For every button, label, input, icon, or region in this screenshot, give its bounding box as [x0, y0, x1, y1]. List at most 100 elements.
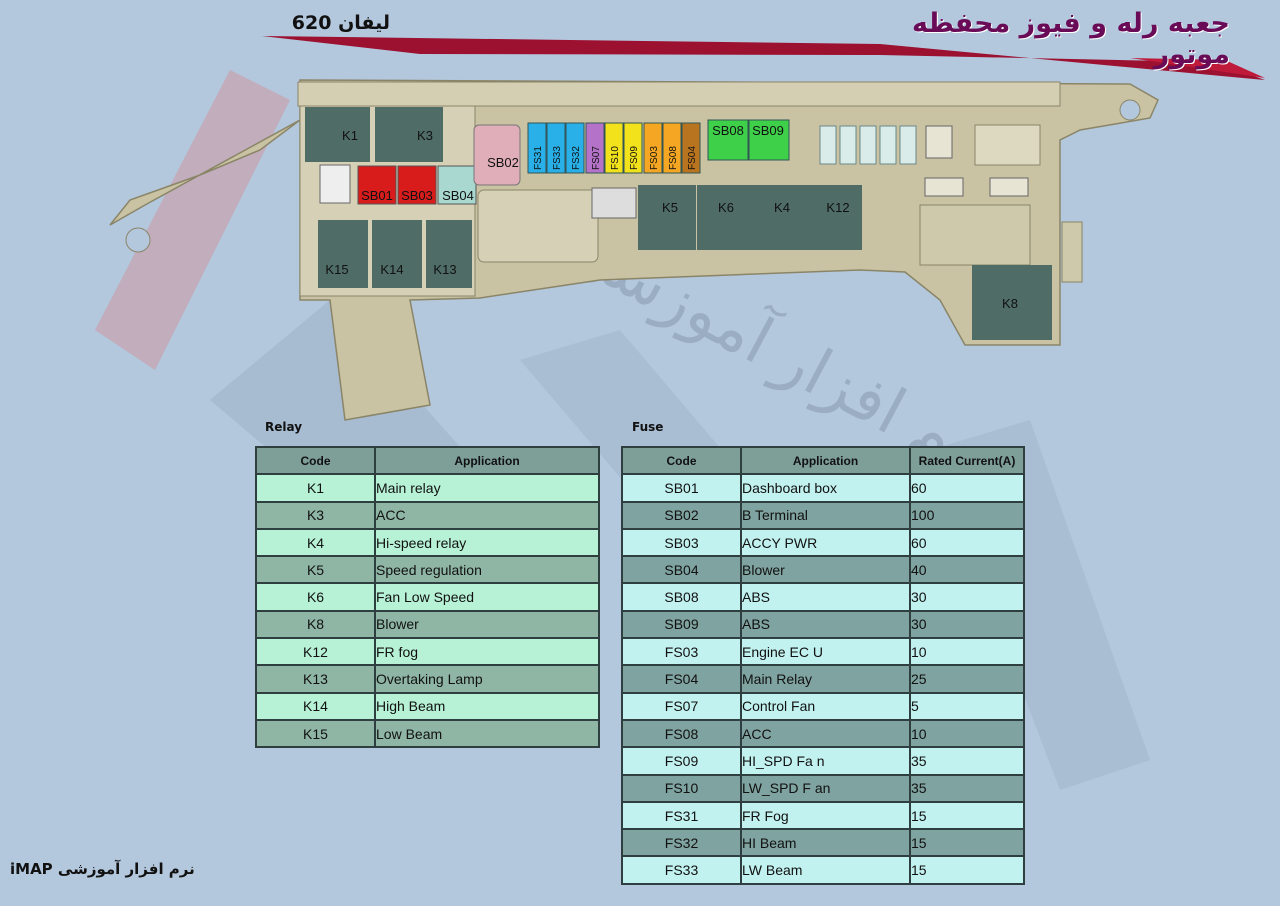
- relay-k14: K14: [372, 220, 422, 288]
- relay-header-code: Code: [255, 445, 376, 476]
- cell-rate: 30: [909, 609, 1025, 640]
- cell-rate: 30: [909, 582, 1025, 612]
- fuse-label: SB04: [442, 188, 474, 203]
- cell-rate: 60: [909, 527, 1025, 558]
- relay-label: K4: [774, 200, 790, 215]
- cell-code: FS04: [621, 664, 742, 694]
- cell-code: FS07: [621, 691, 742, 721]
- fuse-label: SB01: [361, 188, 393, 203]
- fuse-fs32: FS32: [565, 122, 585, 174]
- relay-k12: K12: [807, 185, 862, 250]
- cell-app: ACC: [740, 718, 911, 749]
- fuse-label: SB09: [752, 123, 784, 138]
- cell-code: FS33: [621, 855, 742, 885]
- cell-rate: 5: [909, 691, 1025, 721]
- cell-code: FS03: [621, 637, 742, 667]
- cell-app: FR fog: [374, 637, 600, 667]
- fuse-fs04: FS04: [681, 122, 701, 174]
- cell-rate: 35: [909, 773, 1025, 803]
- cell-code: FS31: [621, 800, 742, 831]
- fuse-label: FS09: [629, 146, 640, 170]
- cell-rate: 10: [909, 637, 1025, 667]
- cell-code: K8: [255, 609, 376, 640]
- cell-app: Engine EC U: [740, 637, 911, 667]
- cell-app: Low Beam: [374, 718, 600, 749]
- cell-code: K4: [255, 527, 376, 558]
- fuse-label: SB03: [401, 188, 433, 203]
- fuse-label: FS10: [610, 146, 621, 170]
- relay-header-row: Code Application: [255, 445, 600, 476]
- fuse-label: FS32: [571, 146, 582, 170]
- cell-code: K6: [255, 582, 376, 612]
- empty-fuse-slots: [819, 125, 917, 165]
- relay-label: K1: [342, 128, 358, 143]
- cell-code: SB08: [621, 582, 742, 612]
- cell-rate: 60: [909, 473, 1025, 503]
- cell-code: K3: [255, 500, 376, 530]
- fuse-fs31: FS31: [527, 122, 547, 174]
- fuse-header-application: Application: [740, 445, 911, 476]
- fuse-label: SB08: [712, 123, 744, 138]
- fuse-label: FS04: [687, 146, 698, 170]
- relay-label: K13: [433, 262, 456, 277]
- cell-code: K13: [255, 664, 376, 694]
- cell-app: Fan Low Speed: [374, 582, 600, 612]
- cell-code: SB03: [621, 527, 742, 558]
- brand-footer: نرم افزار آموزشی iMAP: [10, 860, 195, 878]
- title-ribbon: [262, 36, 1265, 80]
- cell-app: ACCY PWR: [740, 527, 911, 558]
- fuse-label: SB02: [487, 155, 519, 170]
- relay-k6: K6: [697, 185, 752, 250]
- cell-app: HI Beam: [740, 828, 911, 858]
- cell-code: K1: [255, 473, 376, 503]
- cell-app: ACC: [374, 500, 600, 530]
- fuse-fs09: FS09: [623, 122, 643, 174]
- fuse-sb03: SB03: [397, 165, 437, 205]
- cell-app: Hi-speed relay: [374, 527, 600, 558]
- fuse-fs07: FS07: [585, 122, 605, 174]
- cell-app: ABS: [740, 609, 911, 640]
- relay-k15: K15: [318, 220, 368, 288]
- fuse-fs33: FS33: [546, 122, 566, 174]
- fuse-label: FS08: [668, 146, 679, 170]
- cell-app: HI_SPD Fa n: [740, 746, 911, 776]
- relay-k13: K13: [426, 220, 472, 288]
- fuse-label: FS07: [591, 146, 602, 170]
- cell-rate: 10: [909, 718, 1025, 749]
- cell-code: SB01: [621, 473, 742, 503]
- cell-app: Blower: [374, 609, 600, 640]
- fuse-sb04: SB04: [437, 165, 477, 205]
- relay-k3: K3: [375, 107, 443, 162]
- fuse-header-row: Code Application Rated Current(A): [621, 445, 1025, 476]
- cell-rate: 100: [909, 500, 1025, 530]
- fuse-fs10: FS10: [604, 122, 624, 174]
- cell-rate: 15: [909, 828, 1025, 858]
- cell-code: SB04: [621, 555, 742, 585]
- cell-app: Speed regulation: [374, 555, 600, 585]
- relay-header-application: Application: [374, 445, 600, 476]
- relay-label: K15: [325, 262, 348, 277]
- cell-code: FS09: [621, 746, 742, 776]
- fuse-fs08: FS08: [662, 122, 682, 174]
- cell-code: K14: [255, 691, 376, 721]
- cell-code: K12: [255, 637, 376, 667]
- relay-label: K14: [380, 262, 403, 277]
